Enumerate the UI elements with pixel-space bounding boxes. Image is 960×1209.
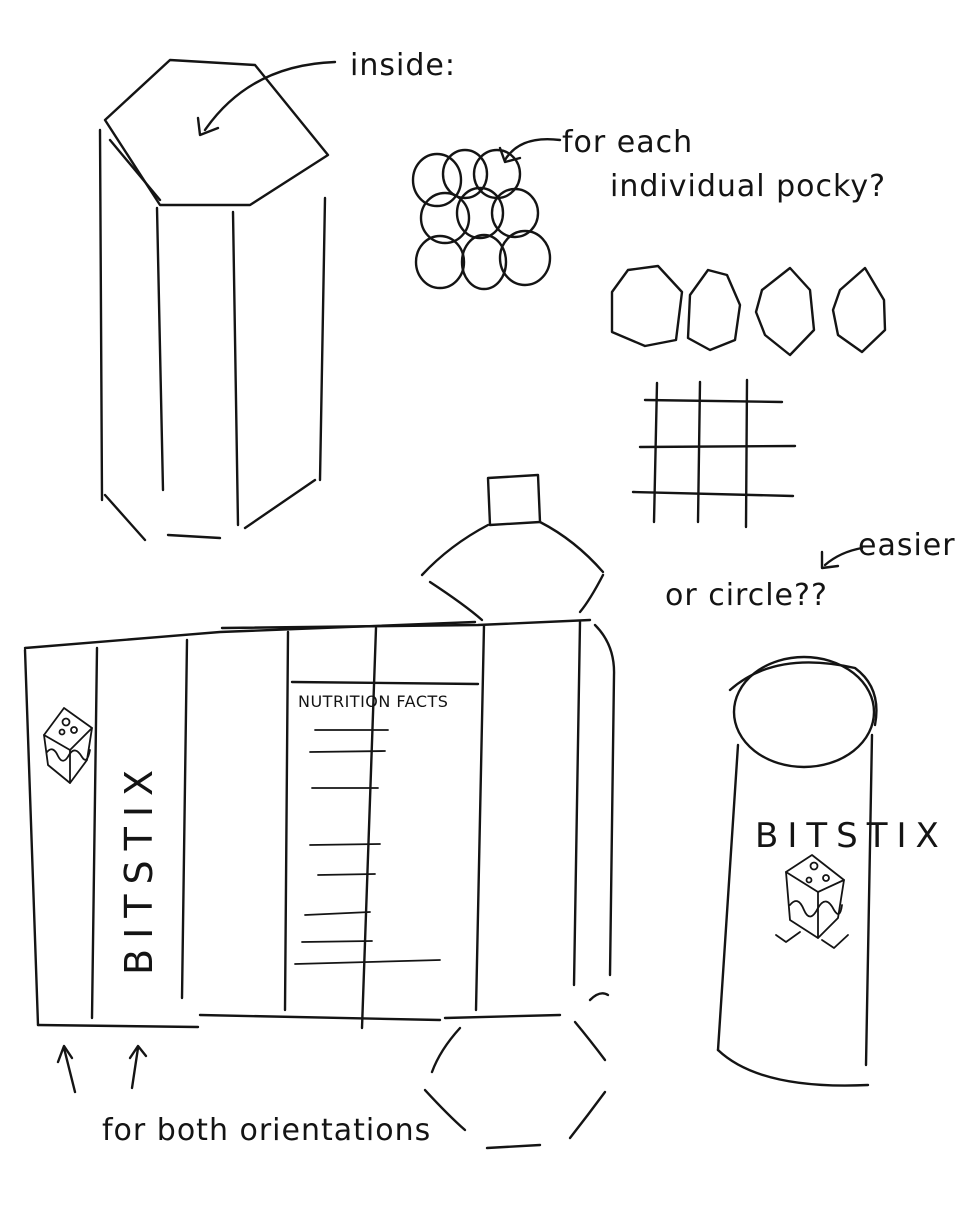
cylinder-sketch (716, 546, 878, 1087)
box-net-sketch (23, 473, 616, 1150)
hexagon-row-sketch (610, 264, 887, 357)
hexagonal-prism-sketch (98, 58, 337, 542)
note-or-circle: or circle?? (665, 578, 828, 613)
cylinder-brand-name: BITSTIX (755, 816, 948, 856)
box-brand-name: BITSTIX (117, 760, 161, 975)
note-for-each: for each (562, 125, 693, 160)
grid-sketch (631, 378, 797, 529)
nutrition-facts-title: NUTRITION FACTS (298, 692, 448, 711)
pocky-circle-cluster-sketch (411, 138, 562, 291)
note-both-orientations: for both orientations (102, 1113, 431, 1148)
cube-logo-icon (775, 854, 849, 949)
cube-logo-icon (43, 707, 93, 784)
note-individual-pocky: individual pocky? (610, 169, 886, 204)
note-inside: inside: (350, 48, 456, 83)
note-easier: easier (858, 528, 956, 563)
